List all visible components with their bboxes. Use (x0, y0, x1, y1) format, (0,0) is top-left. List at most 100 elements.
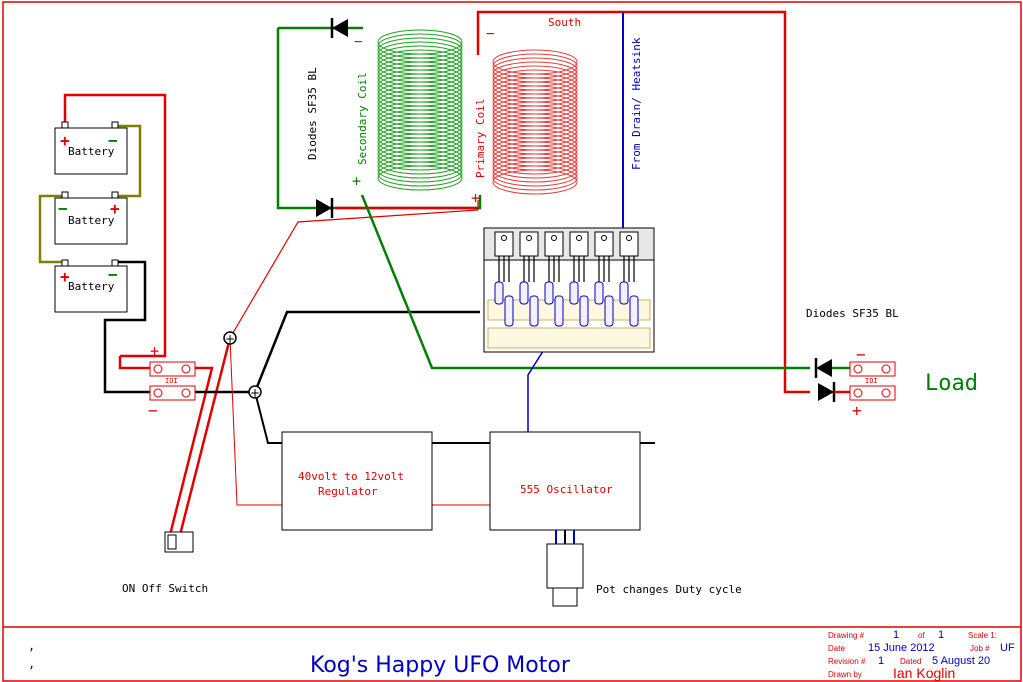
left-mark-2: , (28, 657, 35, 671)
gate-resistor (519, 281, 529, 305)
svg-text:−: − (856, 345, 866, 364)
svg-text:−: − (354, 34, 362, 50)
oscillator-label: 555 Oscillator (520, 483, 613, 496)
battery-1: + − Battery (54, 121, 128, 175)
diode-top-lower (316, 198, 334, 218)
fuse-block-left: + IOI − (148, 342, 196, 420)
junction-positive-node: + (223, 331, 237, 346)
svg-text:of: of (918, 631, 925, 640)
mosfet-hole (626, 235, 632, 241)
wire-red-to-fuse (118, 356, 150, 370)
coil-turn (377, 161, 463, 187)
gate-resistor (569, 281, 579, 305)
title-block-details: Drawing # 1 of 1 Scale 1: Date 15 June 2… (828, 629, 1015, 681)
junction-negative-node: + (248, 385, 262, 400)
pulldown-resistor (529, 295, 539, 327)
battery-3: + − Battery (54, 259, 128, 313)
coil-turn (492, 165, 578, 191)
mosfet-board (483, 227, 655, 353)
fuse-block-right: − IOI + (849, 345, 896, 420)
svg-text:+: + (60, 267, 70, 286)
mosfet-hole (551, 235, 557, 241)
svg-text:IOI: IOI (865, 377, 878, 385)
gate-resistor (494, 281, 504, 305)
drain-label: From Drain/ Heatsink (630, 37, 643, 170)
svg-text:Job #: Job # (970, 644, 990, 653)
coil-turn (377, 157, 463, 183)
wire-positive-to-primary (229, 200, 479, 339)
pulldown-resistor (504, 295, 514, 327)
regulator-box (281, 431, 433, 531)
svg-text:Scale 1:: Scale 1: (968, 631, 997, 640)
svg-text:Dated: Dated (900, 657, 921, 666)
on-off-switch[interactable] (164, 531, 194, 553)
svg-text:−: − (108, 265, 118, 284)
svg-text:+: + (150, 342, 159, 360)
svg-text:−: − (58, 199, 68, 218)
svg-text:Date: Date (828, 644, 845, 653)
diodes-right-label: Diodes SF35 BL (806, 307, 899, 320)
primary-coil-label: Primary Coil (474, 99, 487, 178)
svg-text:Ian Koglin: Ian Koglin (893, 665, 955, 681)
wire-positive-to-regulator (229, 337, 282, 506)
oscillator-box (489, 431, 641, 531)
battery-2-label: Battery (68, 214, 115, 227)
wire-battery-negative (103, 260, 147, 394)
svg-text:1: 1 (878, 655, 884, 667)
mosfet-hole (501, 235, 507, 241)
diode-right-upper (814, 358, 832, 378)
wire-south-loop (476, 10, 810, 394)
gate-resistor (594, 281, 604, 305)
secondary-coil-label: Secondary Coil (356, 72, 369, 165)
mosfet-hole (576, 235, 582, 241)
svg-text:+: + (250, 386, 260, 400)
load-label: Load (925, 371, 978, 396)
wire-battery1-2-link (115, 124, 142, 198)
coil-turn (377, 149, 463, 175)
diode-right-lower (818, 382, 836, 402)
south-label: South (548, 16, 581, 29)
svg-text:+: + (852, 401, 862, 420)
svg-text:−: − (108, 131, 118, 150)
regulator-label-2: Regulator (318, 485, 378, 498)
svg-text:+: + (471, 189, 480, 207)
svg-text:−: − (148, 401, 158, 420)
coil-turn (377, 153, 463, 179)
wire-gate-to-oscillator (527, 347, 546, 432)
regulator-label-1: 40volt to 12volt (298, 470, 404, 483)
wire-secondary-to-load (360, 194, 810, 370)
secondary-coil (377, 29, 463, 191)
svg-text:1: 1 (938, 629, 944, 641)
diodes-top-label: Diodes SF35 BL (306, 67, 319, 160)
drawing-title: Kog's Happy UFO Motor (310, 653, 571, 678)
coil-turn (492, 161, 578, 187)
coil-turn (492, 153, 578, 179)
svg-text:IOI: IOI (165, 377, 178, 385)
battery-2: − + Battery (54, 191, 128, 245)
mosfet-hole (526, 235, 532, 241)
diode-top-upper (330, 18, 348, 38)
mosfet-hole (601, 235, 607, 241)
wire-fuse-to-switch (168, 366, 214, 536)
coil-turn (492, 169, 578, 195)
svg-text:+: + (352, 172, 361, 190)
pulldown-resistor (604, 295, 614, 327)
potentiometer[interactable] (546, 530, 584, 607)
pulldown-resistor (554, 295, 564, 327)
wire-battery2-3-link (38, 194, 62, 264)
svg-text:+: + (60, 131, 70, 150)
coil-turn (377, 145, 463, 171)
left-mark-1: , (28, 639, 35, 653)
svg-text:Revision #: Revision # (828, 657, 866, 666)
wire-negative-bus (195, 310, 480, 394)
pot-label: Pot changes Duty cycle (596, 583, 742, 596)
svg-text:15 June 2012: 15 June 2012 (868, 642, 935, 654)
wire-switch-to-node (178, 337, 232, 536)
gate-resistor (544, 281, 554, 305)
svg-text:−: − (486, 26, 494, 42)
gate-resistor (619, 281, 629, 305)
primary-coil (492, 49, 578, 195)
coil-turn (492, 149, 578, 175)
